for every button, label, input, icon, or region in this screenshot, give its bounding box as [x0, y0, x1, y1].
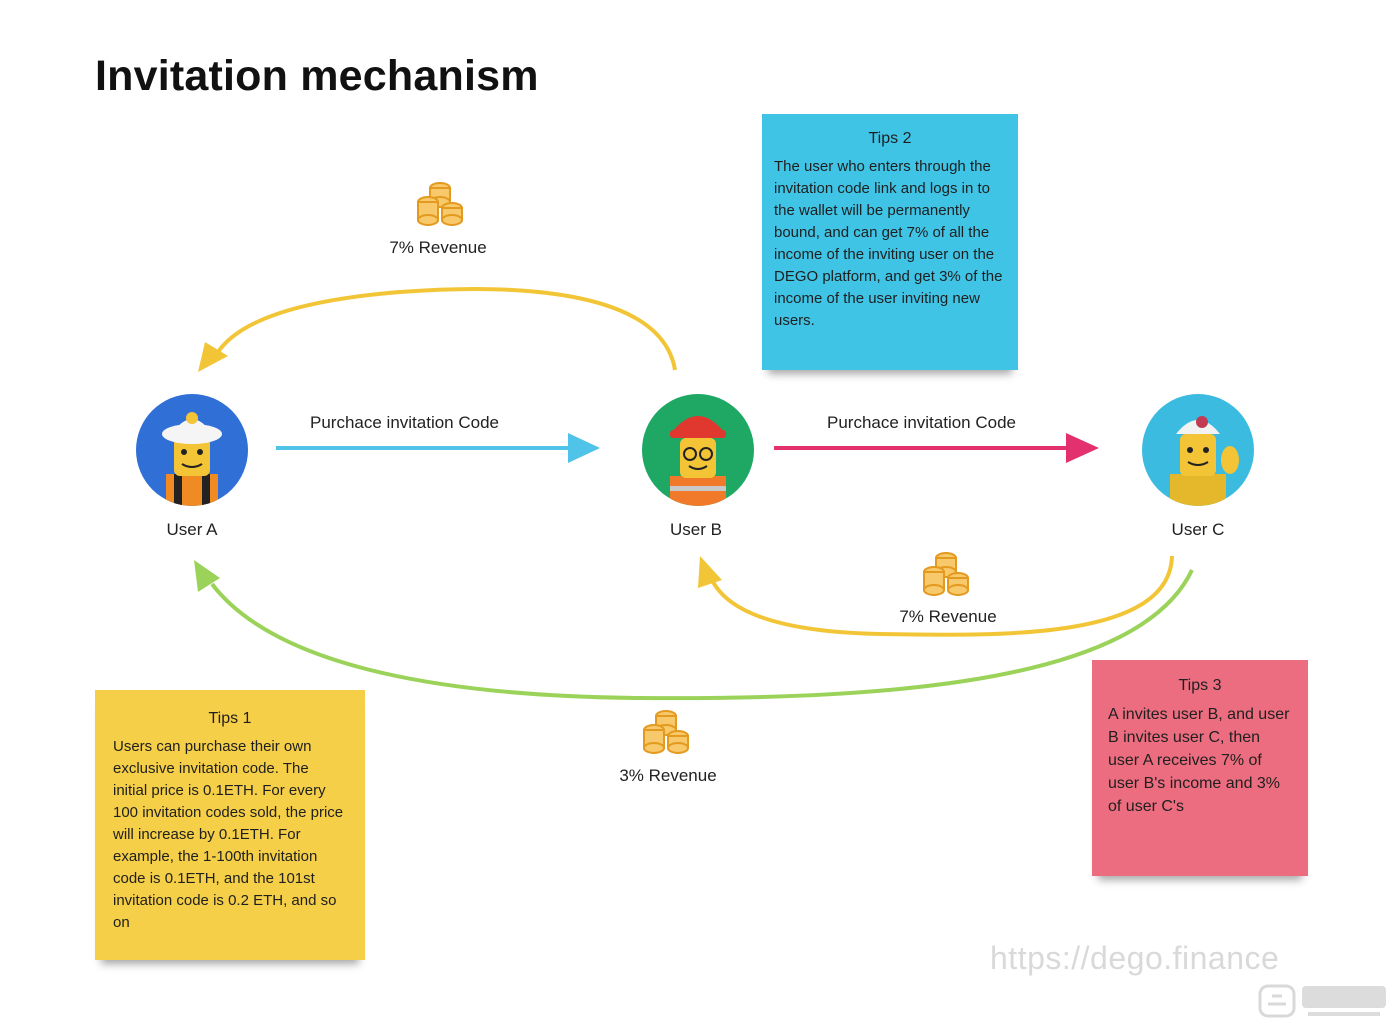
- revenue-label-bottom: 3% Revenue: [619, 766, 717, 785]
- user-c-label: User C: [1171, 520, 1225, 539]
- tips2-title: Tips 2: [868, 130, 912, 147]
- watermark-url: https://dego.finance: [990, 940, 1280, 976]
- edge-label-a-to-b: Purchace invitation Code: [310, 413, 500, 432]
- arrow-b-to-c: [774, 433, 1099, 463]
- page-title: Invitation mechanism: [95, 52, 539, 100]
- tips1-body: Users can purchase their own exclusive i…: [113, 738, 344, 931]
- coin-stack-icon: [643, 710, 689, 754]
- arrow-revenue-b-to-a: [198, 287, 677, 372]
- user-b-avatar: [642, 394, 754, 506]
- user-b-label: User B: [670, 520, 722, 539]
- coin-stack-icon: [417, 182, 463, 226]
- edge-label-b-to-c: Purchace invitation Code: [827, 413, 1017, 432]
- user-a-avatar: [136, 394, 248, 506]
- arrow-revenue-c-to-a: [194, 560, 1194, 701]
- user-c-avatar: [1142, 394, 1254, 506]
- tips1-title: Tips 1: [208, 710, 252, 727]
- tips3-note: Tips 3 A invites user B, and user B invi…: [1092, 660, 1308, 876]
- watermark-logo-icon: [1258, 984, 1386, 1018]
- revenue-label-top: 7% Revenue: [389, 238, 487, 257]
- user-a-label: User A: [166, 520, 218, 539]
- tips2-note: Tips 2 The user who enters through the i…: [762, 114, 1018, 370]
- arrow-revenue-c-to-b: [698, 555, 1174, 637]
- tips3-body: A invites user B, and user B invites use…: [1108, 706, 1290, 815]
- tips2-body: The user who enters through the invitati…: [774, 158, 1003, 329]
- tips3-title: Tips 3: [1178, 677, 1222, 694]
- tips1-note: Tips 1 Users can purchase their own excl…: [95, 690, 365, 960]
- coin-stack-icon: [923, 552, 969, 596]
- arrow-a-to-b: [276, 433, 600, 463]
- revenue-label-middle: 7% Revenue: [899, 607, 997, 626]
